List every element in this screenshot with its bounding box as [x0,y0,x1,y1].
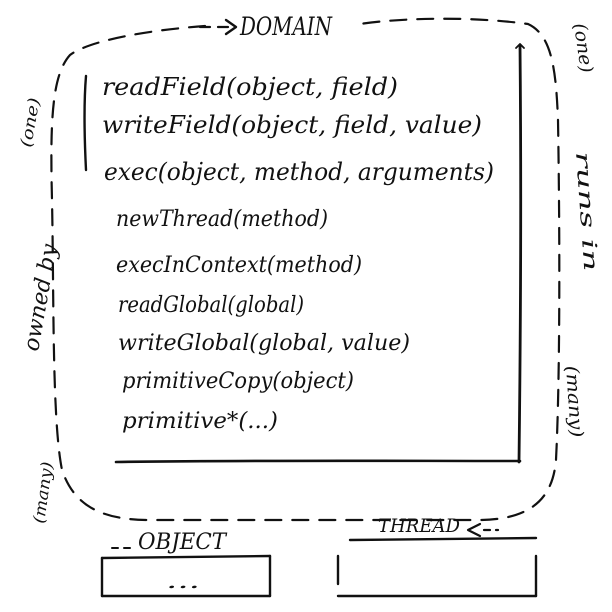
operation-item: readGlobal(global) [118,293,304,318]
domain-title-arrow [198,18,238,36]
domain-title: DOMAIN [239,12,333,41]
operation-item: exec(object, method, arguments) [104,158,494,186]
operation-item: newThread(method) [116,207,328,232]
runs-in-thread-multiplicity: (many) [561,365,587,438]
owned-by-domain-multiplicity: (one) [16,96,43,149]
operation-item: writeGlobal(global, value) [118,331,410,356]
operation-item: primitive*(...) [122,409,278,434]
thread-arrow-head [466,522,482,538]
owned-by-label: owned by [19,242,62,353]
object-title: OBJECT [138,530,228,555]
operation-item: readField(object, field) [102,73,398,101]
runs-in-relation: (one) runs in (many) [561,22,603,438]
operation-item: writeField(object, field, value) [102,111,482,139]
operations-list: readField(object, field) writeField(obje… [102,73,494,434]
owned-by-object-multiplicity: (many) [29,461,56,525]
runs-in-label: runs in [571,151,603,272]
domain-operations-box [83,43,525,464]
domain-dashed-outline [50,17,561,522]
operation-item: execInContext(method) [116,253,362,278]
object-body: ... [166,569,200,593]
operation-item: primitiveCopy(object) [122,369,354,394]
thread-entity: THREAD [336,515,538,598]
object-entity: OBJECT ... [100,530,272,598]
thread-title: THREAD [378,515,460,537]
owned-by-relation: (one) owned by (many) [16,96,63,524]
runs-in-domain-multiplicity: (one) [569,22,597,74]
